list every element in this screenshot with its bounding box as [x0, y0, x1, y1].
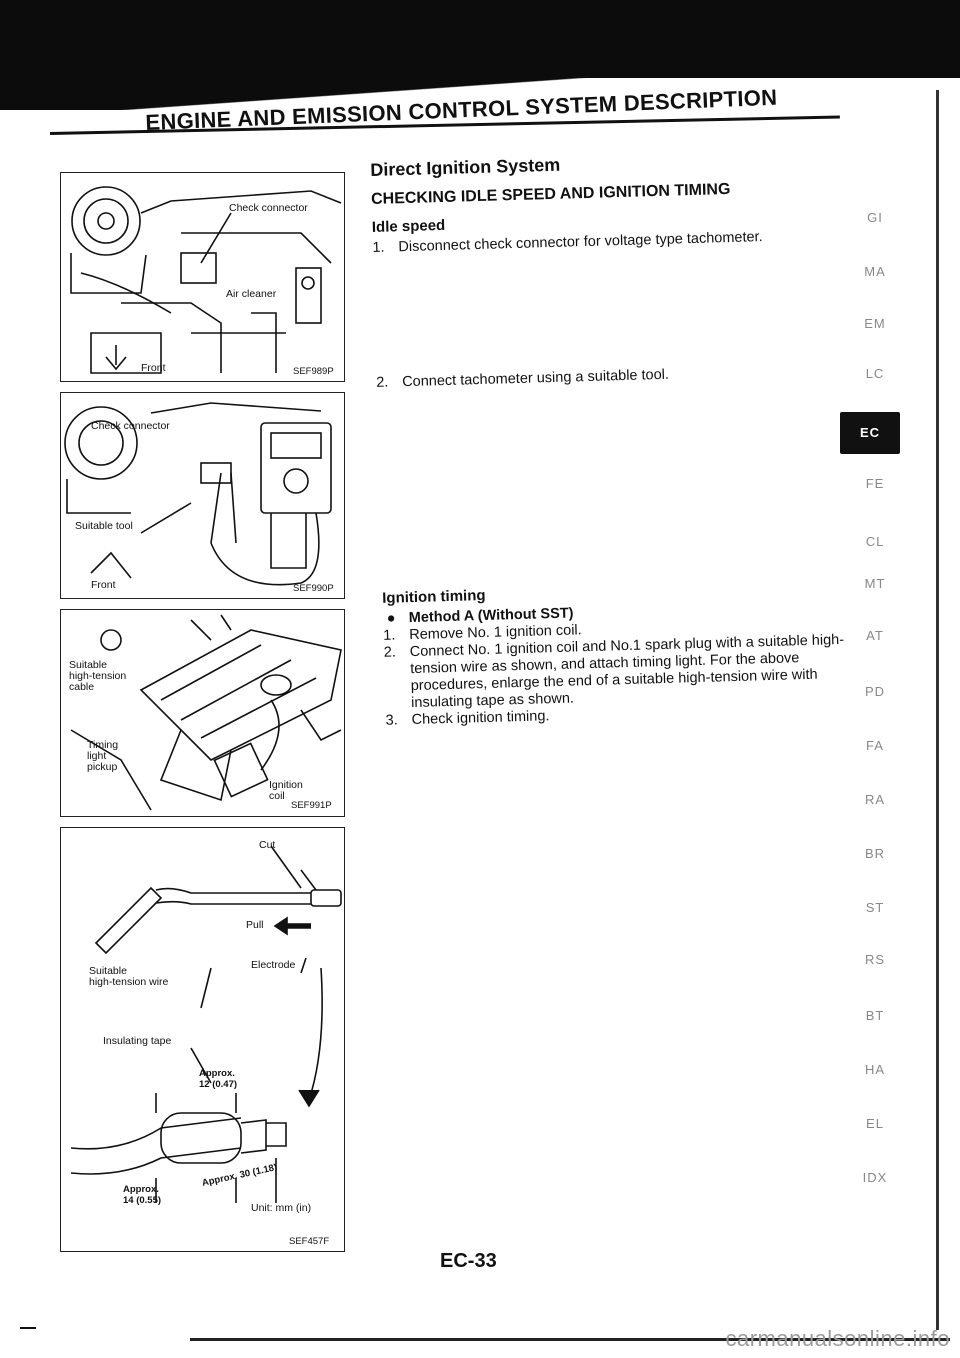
- tab-gi[interactable]: GI: [867, 210, 883, 225]
- step-number: 1.: [372, 239, 385, 256]
- step-number: 1.: [383, 627, 396, 644]
- right-edge-rule: [936, 90, 939, 1330]
- tab-el[interactable]: EL: [866, 1116, 884, 1131]
- top-bar-wedge: [0, 70, 960, 110]
- tab-ha[interactable]: HA: [864, 1062, 886, 1077]
- step-number: 2.: [376, 374, 389, 391]
- tab-br[interactable]: BR: [864, 846, 886, 861]
- tab-idx[interactable]: IDX: [862, 1170, 888, 1185]
- label-electrode: Electrode: [251, 959, 296, 971]
- label-approx-12: Approx. 12 (0.47): [199, 1068, 238, 1090]
- label-hv-cable: Suitable high-tension cable: [69, 659, 127, 693]
- tab-ec[interactable]: EC: [840, 412, 900, 454]
- figure-code: SEF989P: [293, 366, 334, 377]
- watermark: carmanualsonline.info: [725, 1326, 950, 1351]
- label-suitable-tool: Suitable tool: [75, 520, 133, 532]
- figure-code: SEF990P: [293, 583, 334, 594]
- figure-2-illustration: [64, 402, 332, 586]
- top-black-bar: [0, 0, 960, 78]
- label-cut: Cut: [259, 839, 276, 851]
- label-insulating-tape: Insulating tape: [103, 1035, 172, 1047]
- figure-sef989p: Check connector Air cleaner Front SEF989…: [60, 172, 345, 382]
- label-check-connector: Check connector: [229, 202, 308, 214]
- figure-1-illustration: [70, 186, 342, 374]
- tab-at[interactable]: AT: [866, 628, 884, 643]
- figure-3-illustration: [70, 614, 342, 811]
- subsection-title: CHECKING IDLE SPEED AND IGNITION TIMING: [370, 180, 731, 208]
- tab-cl[interactable]: CL: [865, 534, 885, 549]
- bottom-corner-mark: [20, 1327, 36, 1329]
- tab-pd[interactable]: PD: [864, 684, 886, 699]
- bottom-rule: [190, 1338, 950, 1341]
- figure-code: SEF991P: [291, 800, 332, 811]
- step-number: 3.: [385, 712, 398, 729]
- tab-fa[interactable]: FA: [866, 738, 884, 753]
- step-text: Check ignition timing.: [411, 708, 550, 729]
- figure-code: SEF457F: [289, 1236, 330, 1247]
- tab-fe[interactable]: FE: [865, 476, 885, 491]
- label-ignition-coil: Ignition coil: [269, 779, 303, 802]
- tab-em[interactable]: EM: [864, 316, 886, 331]
- tab-lc[interactable]: LC: [865, 366, 885, 381]
- tab-st[interactable]: ST: [865, 900, 885, 915]
- figure-4-illustration: [70, 845, 342, 1203]
- label-unit: Unit: mm (in): [251, 1202, 312, 1214]
- figure-sef991p: Suitable high-tension cable Timing light…: [60, 609, 345, 817]
- page-number: EC-33: [440, 1250, 497, 1272]
- label-front: Front: [91, 579, 116, 591]
- label-timing-light: Timing light pickup: [87, 739, 119, 773]
- label-wire: Suitable high-tension wire: [89, 965, 169, 988]
- tab-ma[interactable]: MA: [864, 264, 886, 279]
- label-check-connector: Check connector: [91, 420, 170, 432]
- main-text: Direct Ignition System CHECKING IDLE SPE…: [370, 147, 866, 730]
- step-text: Connect No. 1 ignition coil and No.1 spa…: [409, 631, 845, 712]
- tab-rs[interactable]: RS: [864, 952, 886, 967]
- tab-mt[interactable]: MT: [864, 576, 886, 591]
- tab-bt[interactable]: BT: [865, 1008, 885, 1023]
- label-front: Front: [141, 362, 166, 374]
- label-pull: Pull: [246, 919, 264, 931]
- section-title: Direct Ignition System: [370, 154, 561, 180]
- figure-sef457f: Cut Pull Electrode Suitable high-tension…: [60, 827, 345, 1252]
- label-approx-14: Approx. 14 (0.55): [123, 1184, 162, 1206]
- figure-sef990p: Check connector Suitable tool Front SEF9…: [60, 392, 345, 599]
- label-air-cleaner: Air cleaner: [226, 288, 277, 300]
- step-number: 2.: [383, 644, 397, 661]
- tab-ra[interactable]: RA: [864, 792, 886, 807]
